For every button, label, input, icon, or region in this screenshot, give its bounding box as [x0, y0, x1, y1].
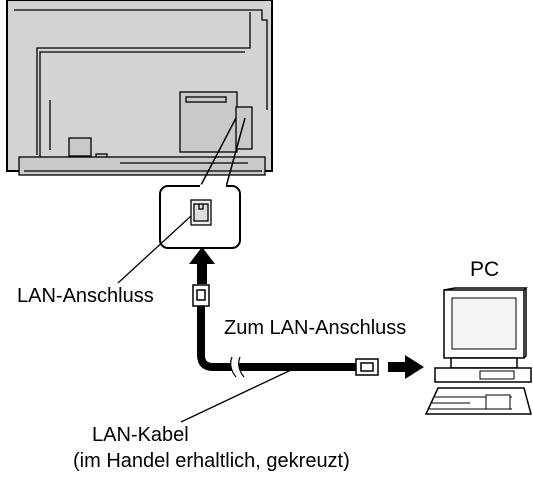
callout-lines [199, 117, 246, 188]
lan-cable-leader-line [180, 369, 292, 423]
arrow-icon [189, 247, 215, 284]
desktop-pc-icon [424, 287, 532, 415]
lan-port-icon [190, 199, 212, 226]
rj45-connector-icon [355, 358, 379, 376]
arrow-icon [388, 355, 424, 379]
to-lan-port-label: Zum LAN-Anschluss [224, 317, 407, 339]
rj45-connector-icon [192, 284, 210, 307]
lan-port-label: LAN-Anschluss [17, 285, 154, 307]
lan-cable-note: (im Handel erhaltlich, gekreuzt) [73, 450, 350, 472]
cable-break-mark [230, 356, 245, 378]
pc-label: PC [470, 258, 500, 281]
lan-cable-label: LAN-Kabel [92, 424, 189, 446]
lan-port-leader-line [117, 215, 192, 284]
display-back-icon [6, 0, 273, 176]
lan-cable [197, 306, 356, 371]
